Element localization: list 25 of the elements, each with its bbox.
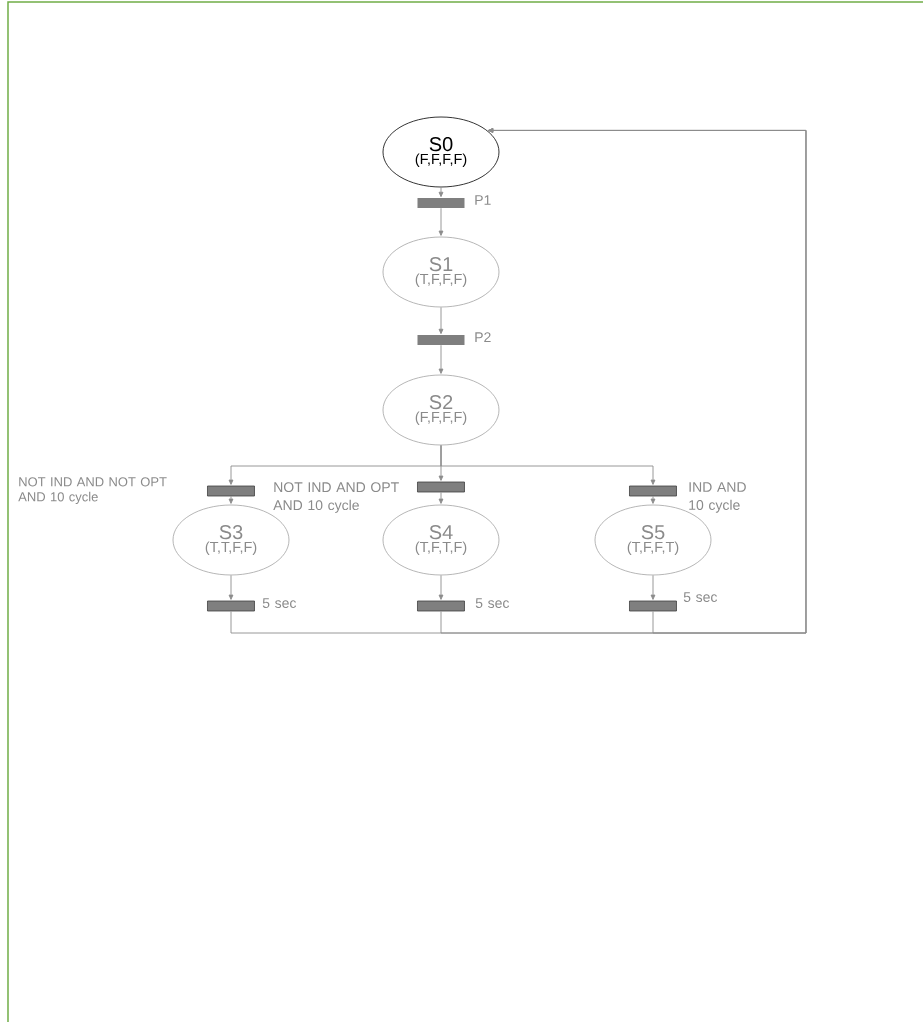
transition-label: P2 [475, 332, 491, 342]
transition-bar [629, 600, 677, 612]
transition-bar [417, 481, 465, 493]
transition-label: 5 sec [683, 592, 718, 602]
arrow [438, 306, 444, 335]
arrow [650, 495, 656, 504]
arrow [228, 495, 234, 504]
condition-label: NOT IND AND NOT OPT AND 10 cycle [18, 477, 167, 504]
arrow [438, 186, 444, 198]
arrow [438, 207, 444, 236]
arrow [228, 574, 234, 600]
transition-label: 5 sec [262, 598, 297, 608]
arrow [650, 574, 656, 600]
transition-bar [417, 198, 465, 208]
arrow [438, 344, 444, 374]
transition-bar [417, 335, 465, 345]
arrow [438, 491, 444, 504]
transition-label: 5 sec [475, 598, 510, 608]
transition-bar [417, 600, 465, 612]
transition-bar [207, 600, 255, 612]
transition-label: P1 [475, 195, 491, 205]
arrow [438, 574, 444, 600]
arrow [440, 444, 656, 485]
transition-bar [207, 485, 255, 497]
transition-bar [629, 485, 677, 497]
